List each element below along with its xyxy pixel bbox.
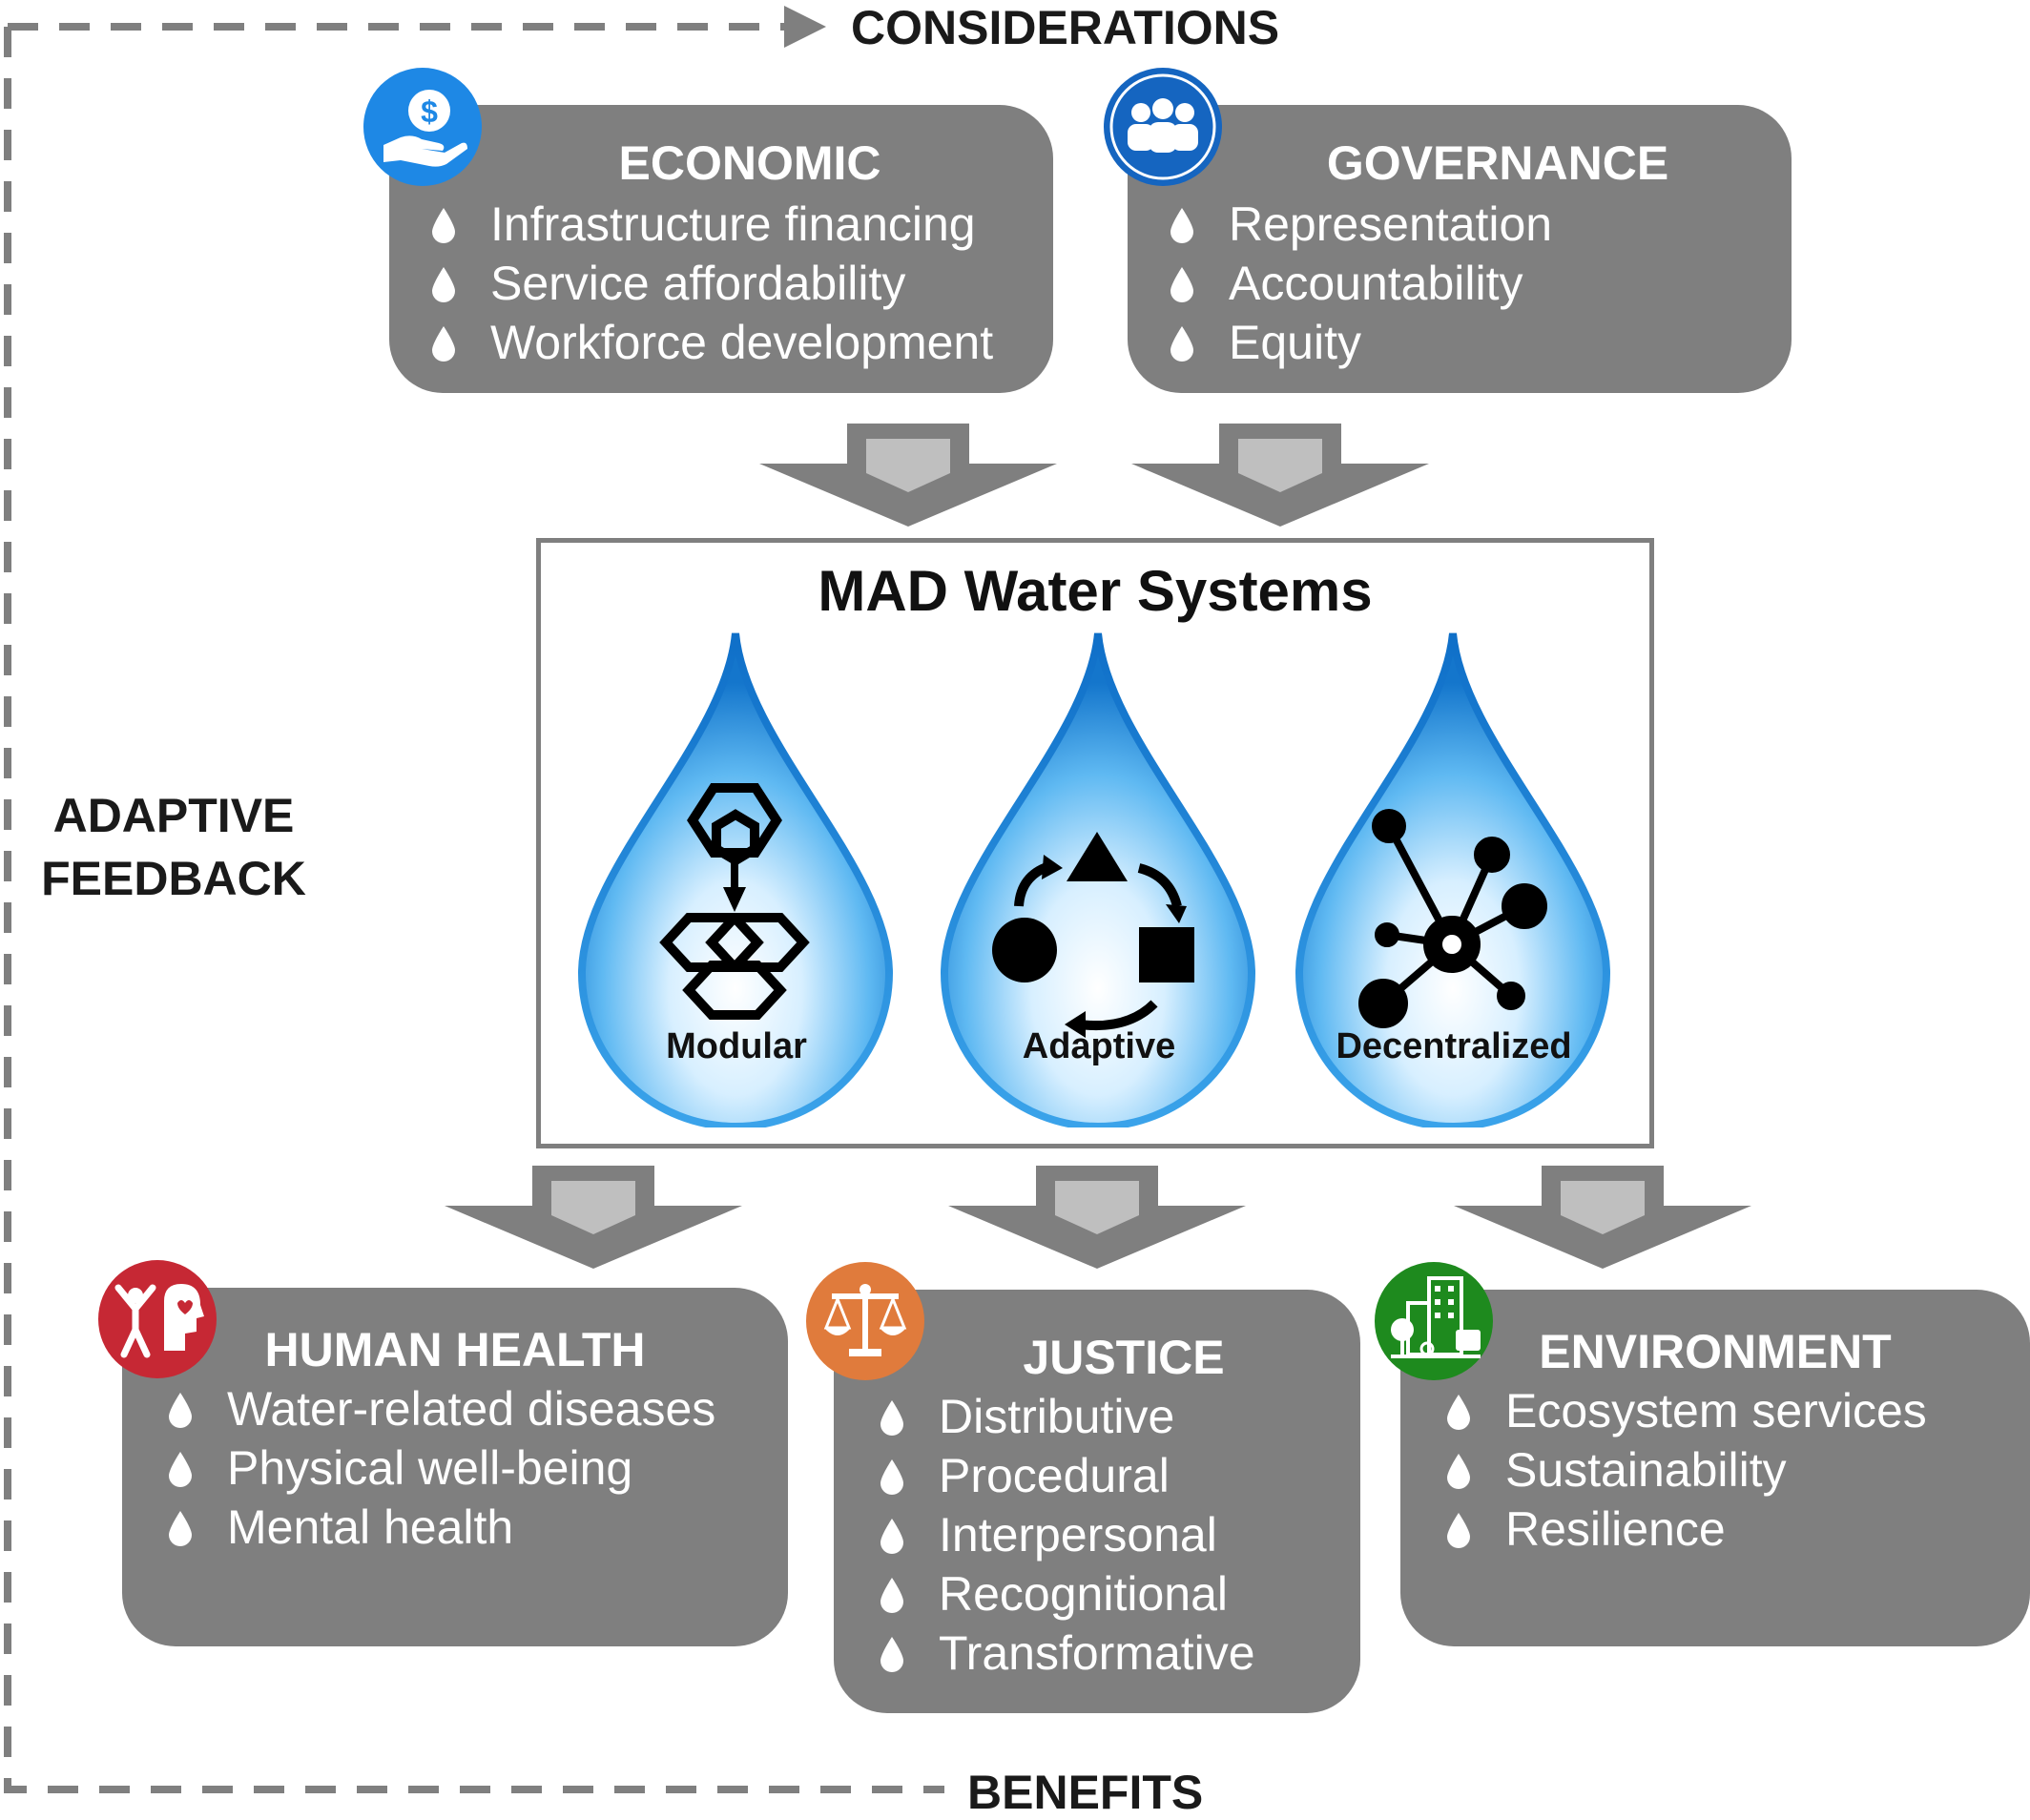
- justice-panel: JUSTICE Distributive Procedural Interper…: [834, 1290, 1360, 1713]
- adaptive-feedback-label: ADAPTIVE FEEDBACK: [31, 784, 317, 910]
- drop-bullet-icon: [1444, 1393, 1473, 1431]
- drop-label-adaptive: Adaptive: [1022, 1026, 1176, 1066]
- list-item: Physical well-being: [166, 1438, 715, 1498]
- drop-bullet-icon: [878, 1458, 906, 1496]
- list-item: Transformative: [878, 1624, 1255, 1683]
- drop-bullet-icon: [429, 324, 458, 362]
- list-item: Interpersonal: [878, 1505, 1255, 1564]
- drop-bullet-icon: [1444, 1511, 1473, 1549]
- arrow-down-shape: [723, 887, 746, 912]
- list-item: Sustainability: [1444, 1440, 1927, 1499]
- down-arrow-health: [445, 1166, 742, 1269]
- feedback-arrowhead: [784, 6, 826, 48]
- list-item: Water-related diseases: [166, 1379, 715, 1438]
- list-item: Procedural: [878, 1446, 1255, 1505]
- environment-title: ENVIRONMENT: [1539, 1325, 1892, 1378]
- economic-panel: ECONOMIC Infrastructure financing Servic…: [389, 105, 1053, 393]
- list-item: Mental health: [166, 1498, 715, 1557]
- cycle-shapes-icon: [992, 832, 1194, 1038]
- list-item: Recognitional: [878, 1564, 1255, 1624]
- water-drop-decentralized: [1295, 632, 1611, 1127]
- drop-bullet-icon: [878, 1635, 906, 1673]
- environment-panel: ENVIRONMENT Ecosystem services Sustainab…: [1400, 1290, 2030, 1646]
- economic-items: Infrastructure financing Service afforda…: [429, 195, 993, 372]
- governance-title: GOVERNANCE: [1326, 136, 1669, 190]
- list-item: Accountability: [1168, 254, 1552, 313]
- list-item: Workforce development: [429, 313, 993, 372]
- down-arrow-justice: [948, 1166, 1246, 1269]
- hand-dollar-icon: $: [363, 68, 482, 186]
- scales-icon: [806, 1262, 924, 1380]
- drop-bullet-icon: [1168, 324, 1196, 362]
- mad-title: MAD Water Systems: [818, 559, 1373, 623]
- drop-bullet-icon: [429, 206, 458, 244]
- list-item: Ecosystem services: [1444, 1381, 1927, 1440]
- drop-bullet-icon: [166, 1391, 195, 1429]
- adaptive-feedback-line2: FEEDBACK: [41, 852, 306, 905]
- down-arrow-environment: [1454, 1166, 1751, 1269]
- human-health-title: HUMAN HEALTH: [264, 1323, 646, 1376]
- human-health-items: Water-related diseases Physical well-bei…: [166, 1379, 715, 1557]
- list-item: Representation: [1168, 195, 1552, 254]
- people-group-icon: [1104, 68, 1222, 186]
- drop-bullet-icon: [1168, 265, 1196, 303]
- drop-bullet-icon: [878, 1398, 906, 1437]
- adaptive-feedback-line1: ADAPTIVE: [52, 789, 295, 842]
- justice-title: JUSTICE: [1023, 1331, 1225, 1384]
- justice-items: Distributive Procedural Interpersonal Re…: [878, 1387, 1255, 1683]
- down-arrow-economic: [759, 424, 1057, 527]
- drop-bullet-icon: [878, 1576, 906, 1614]
- drop-label-modular: Modular: [666, 1026, 807, 1066]
- governance-panel: GOVERNANCE Representation Accountability…: [1128, 105, 1792, 393]
- person-head-heart-icon: [98, 1260, 217, 1378]
- list-item: Service affordability: [429, 254, 993, 313]
- considerations-label: CONSIDERATIONS: [851, 1, 1280, 54]
- drop-label-decentralized: Decentralized: [1336, 1026, 1572, 1066]
- list-item: Infrastructure financing: [429, 195, 993, 254]
- svg-text:$: $: [421, 94, 438, 129]
- list-item: Distributive: [878, 1387, 1255, 1446]
- hexagon-top: [687, 783, 782, 858]
- down-arrow-governance: [1131, 424, 1429, 527]
- water-drop-adaptive: [940, 632, 1256, 1127]
- water-drop-modular: [577, 632, 894, 1127]
- green-city-icon: [1375, 1262, 1493, 1380]
- governance-items: Representation Accountability Equity: [1168, 195, 1552, 372]
- list-item: Equity: [1168, 313, 1552, 372]
- benefits-label: BENEFITS: [967, 1766, 1204, 1819]
- economic-title: ECONOMIC: [618, 136, 881, 190]
- drop-bullet-icon: [429, 265, 458, 303]
- drop-bullet-icon: [1444, 1452, 1473, 1490]
- drop-bullet-icon: [166, 1509, 195, 1547]
- drop-bullet-icon: [878, 1517, 906, 1555]
- drop-bullet-icon: [166, 1450, 195, 1488]
- list-item: Resilience: [1444, 1499, 1927, 1559]
- network-hub-icon: [1358, 809, 1547, 1028]
- environment-items: Ecosystem services Sustainability Resili…: [1444, 1381, 1927, 1559]
- human-health-panel: HUMAN HEALTH Water-related diseases Phys…: [122, 1288, 788, 1646]
- drop-bullet-icon: [1168, 206, 1196, 244]
